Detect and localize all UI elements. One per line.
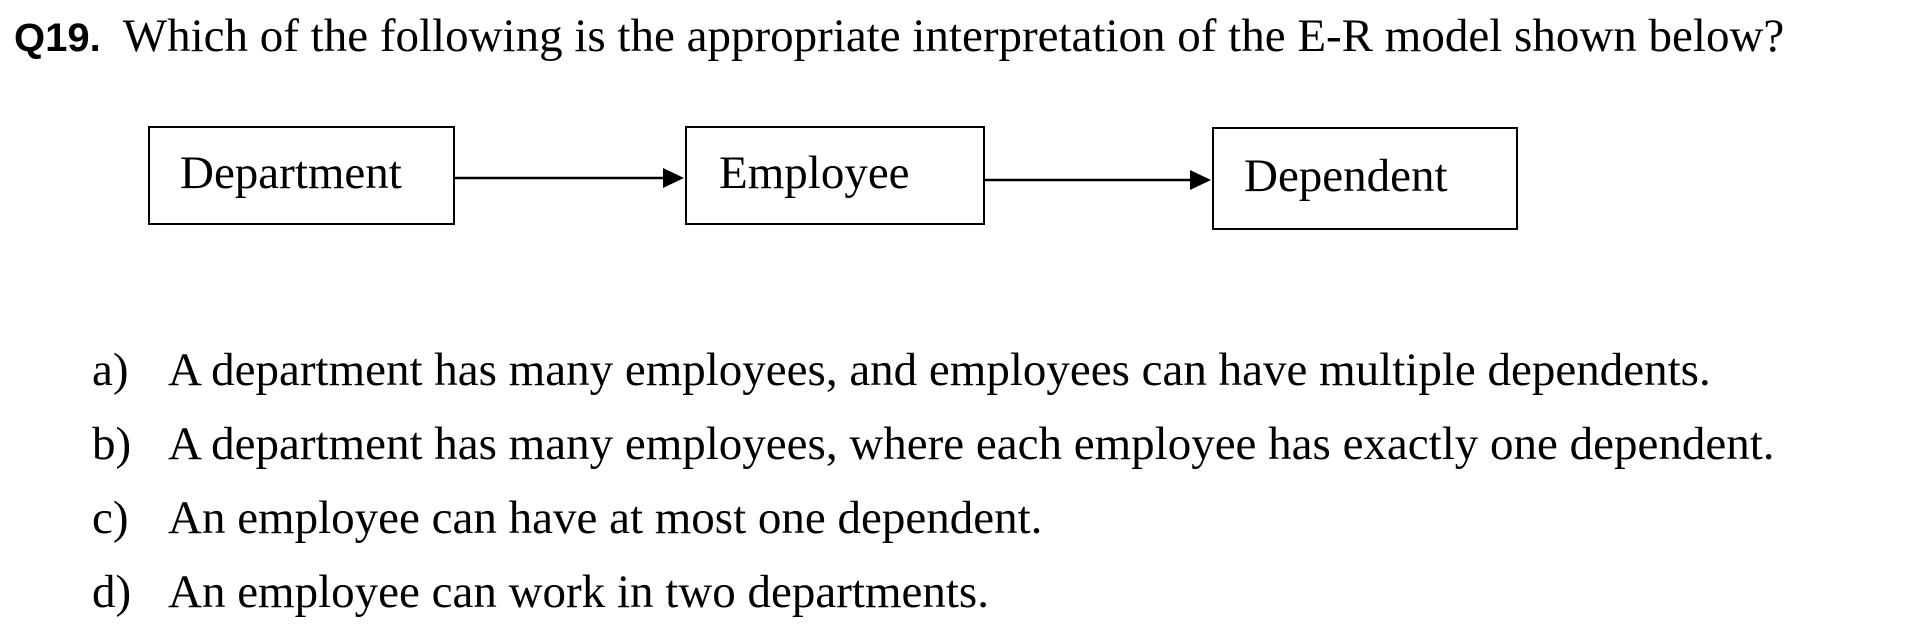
question-text: Which of the following is the appropriat… <box>122 10 1785 62</box>
arrowhead-department-employee <box>663 168 684 188</box>
option-letter: d) <box>92 566 132 618</box>
option-c[interactable]: c) An employee can have at most one depe… <box>92 481 1775 555</box>
option-a[interactable]: a) A department has many employees, and … <box>92 333 1775 407</box>
answer-options: a) A department has many employees, and … <box>92 333 1775 629</box>
question-number: Q19. <box>14 16 101 60</box>
option-letter: c) <box>92 492 129 544</box>
option-text: An employee can work in two departments. <box>168 566 989 618</box>
question-heading: Q19. Which of the following is the approp… <box>14 8 1784 64</box>
option-text: A department has many employees, and emp… <box>168 344 1711 396</box>
entity-employee: Employee <box>685 126 985 225</box>
entity-department: Department <box>148 126 455 225</box>
option-letter: a) <box>92 344 129 396</box>
option-d[interactable]: d) An employee can work in two departmen… <box>92 555 1775 629</box>
arrowhead-employee-dependent <box>1190 170 1211 190</box>
option-text: An employee can have at most one depende… <box>168 492 1043 544</box>
entity-dependent: Dependent <box>1212 127 1518 230</box>
option-letter: b) <box>92 418 132 470</box>
option-b[interactable]: b) A department has many employees, wher… <box>92 407 1775 481</box>
option-text: A department has many employees, where e… <box>168 418 1775 470</box>
